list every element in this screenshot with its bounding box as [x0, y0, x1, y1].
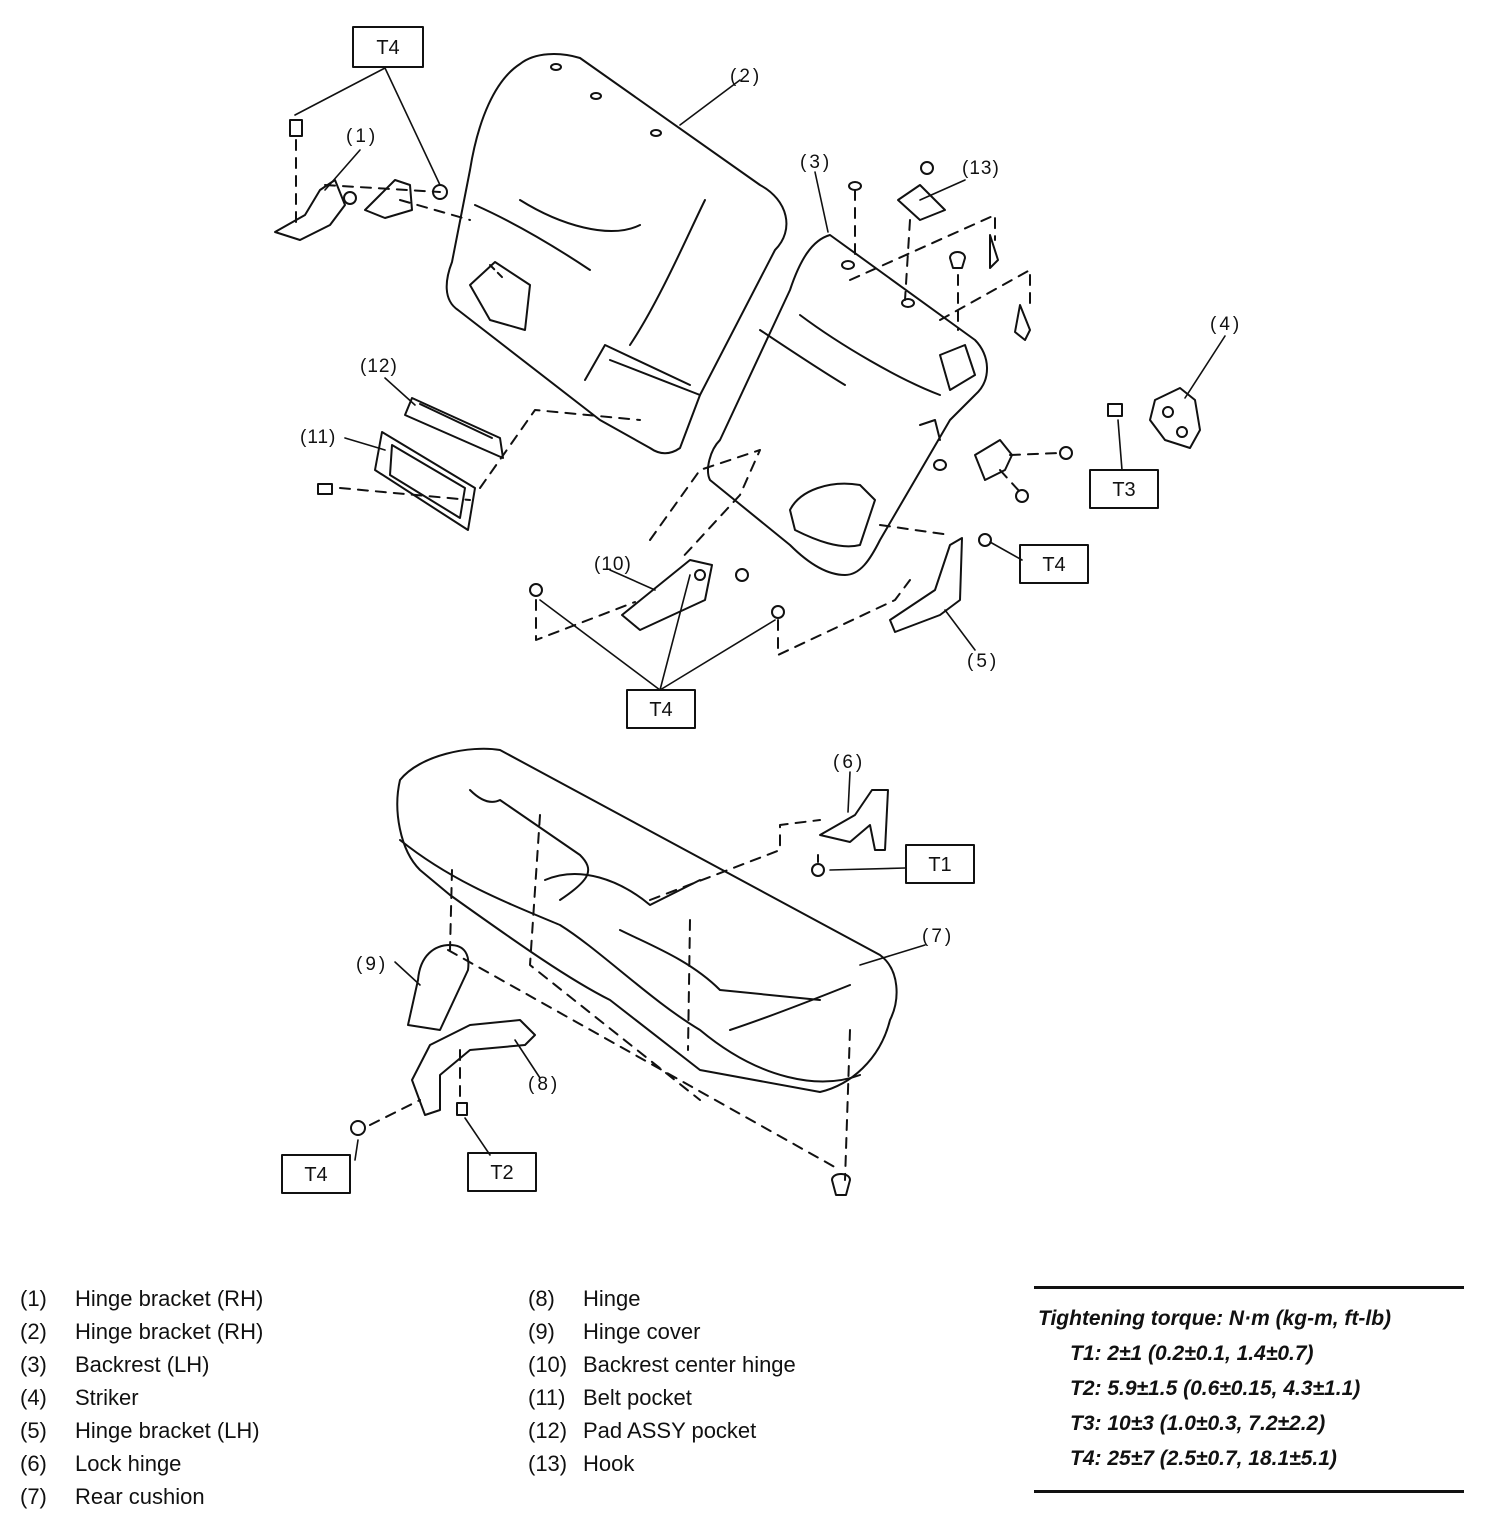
hinge-cover-part [407, 944, 470, 1031]
callout-6: (6) [833, 752, 865, 773]
legend-item: (6) Lock hinge [20, 1447, 263, 1480]
callout-7: (7) [922, 926, 954, 947]
belt-pocket-part [317, 431, 476, 531]
legend-item: (4) Striker [20, 1381, 263, 1414]
legend-item: (10) Backrest center hinge [528, 1348, 796, 1381]
lock-hinge-part [811, 789, 889, 877]
torque-spec-t1: T1: 2±1 (0.2±0.1, 1.4±0.7) [1070, 1342, 1314, 1365]
callout-8: (8) [528, 1074, 560, 1095]
legend-item-label: Backrest (LH) [75, 1352, 210, 1377]
legend-item-label: Hook [583, 1451, 635, 1476]
striker-part [1107, 387, 1201, 449]
torque-box-t3 [1089, 469, 1159, 509]
t4-bottom-label: T4 [304, 1164, 327, 1186]
callout-11: (11) [300, 427, 336, 448]
legend-item-label: Lock hinge [75, 1451, 182, 1476]
legend-item-label: Hinge bracket (RH) [75, 1319, 264, 1344]
torque-boxes [281, 26, 1159, 1194]
torque-spec-t4: T4: 25±7 (2.5±0.7, 18.1±5.1) [1070, 1447, 1337, 1470]
legend-item-label: Hinge bracket (LH) [75, 1418, 260, 1443]
backrest-center-hinge-part [529, 559, 749, 631]
t4-center-label: T4 [649, 699, 672, 721]
legend-item-label: Backrest center hinge [583, 1352, 796, 1377]
legend-item: (12) Pad ASSY pocket [528, 1414, 796, 1447]
legend-item-label: Striker [75, 1385, 139, 1410]
callout-4: (4) [1210, 314, 1242, 335]
legend-item-label: Hinge [583, 1286, 641, 1311]
legend-item: (7) Rear cushion [20, 1480, 263, 1513]
legend-item-number: (5) [20, 1418, 47, 1443]
hinge-part [350, 1019, 536, 1136]
callout-1: (1) [346, 126, 378, 147]
torque-box-t4-top [352, 26, 424, 68]
legend-item-number: (10) [528, 1352, 568, 1377]
legend-item-number: (6) [20, 1451, 47, 1476]
exploded-parts-diagram: T4 T3 T4 T4 T1 T4 T2 (1) (2) (3) (4) (5)… [274, 26, 1242, 1196]
t4-top-label: T4 [376, 37, 399, 59]
torque-box-t2 [467, 1152, 537, 1192]
lh-backrest-part [707, 234, 988, 576]
callout-10: (10) [594, 554, 632, 575]
tightening-torque-table: Tightening torque: N·m (kg-m, ft-lb) T1:… [1034, 1286, 1464, 1493]
legend-item-label: Pad ASSY pocket [583, 1418, 757, 1443]
t4-right-label: T4 [1042, 554, 1065, 576]
callout-13: (13) [962, 158, 1000, 179]
torque-table-title: Tightening torque: N·m (kg-m, ft-lb) [1038, 1307, 1392, 1330]
legend-item-number: (7) [20, 1484, 47, 1509]
legend-item: (11) Belt pocket [528, 1381, 796, 1414]
legend-item-number: (4) [20, 1385, 47, 1410]
callout-3: (3) [800, 152, 832, 173]
torque-box-t4-center [626, 689, 696, 729]
legend-item-label: Belt pocket [583, 1385, 692, 1410]
t3-label: T3 [1112, 479, 1135, 501]
legend-item-number: (9) [528, 1319, 555, 1344]
legend-item-number: (13) [528, 1451, 568, 1476]
pad-assy-pocket-part [404, 397, 504, 459]
torque-spec-t3: T3: 10±3 (1.0±0.3, 7.2±2.2) [1070, 1412, 1326, 1435]
legend-item: (13) Hook [528, 1447, 796, 1480]
legend-item: (5) Hinge bracket (LH) [20, 1414, 263, 1447]
leader-lines [294, 67, 1226, 1161]
legend-item-number: (3) [20, 1352, 47, 1377]
torque-spec-t2: T2: 5.9±1.5 (0.6±0.15, 4.3±1.1) [1070, 1377, 1361, 1400]
callout-2: (2) [730, 66, 762, 87]
parts-legend-left: (1) Hinge bracket (RH) (2) Hinge bracket (R… [20, 1282, 263, 1513]
legend-item: (2) Hinge bracket (RH) [20, 1315, 263, 1348]
legend-item-number: (11) [528, 1385, 566, 1410]
parts-legend-right: (8) Hinge (9) Hinge cover (10) Backrest cente… [528, 1282, 796, 1480]
rh-backrest-part [445, 53, 788, 455]
callout-12: (12) [360, 356, 398, 377]
t2-label: T2 [490, 1162, 513, 1184]
legend-item-number: (12) [528, 1418, 568, 1443]
legend-item: (1) Hinge bracket (RH) [20, 1282, 263, 1315]
legend-item: (3) Backrest (LH) [20, 1348, 263, 1381]
torque-box-t4-right [1019, 544, 1089, 584]
legend-item-label: Hinge bracket (RH) [75, 1286, 264, 1311]
torque-box-t4-bottom [281, 1154, 351, 1194]
rear-cushion-part [396, 747, 898, 1093]
hinge-bracket-lh-part [771, 533, 992, 633]
backrest-lh-hinge-part [974, 439, 1073, 503]
torque-box-t1 [905, 844, 975, 884]
legend-item: (8) Hinge [528, 1282, 796, 1315]
legend-item: (9) Hinge cover [528, 1315, 796, 1348]
callout-5: (5) [967, 651, 999, 672]
legend-item-label: Rear cushion [75, 1484, 205, 1509]
legend-item-number: (2) [20, 1319, 47, 1344]
legend-item-number: (1) [20, 1286, 47, 1311]
t1-label: T1 [928, 854, 951, 876]
callout-9: (9) [356, 954, 388, 975]
hook-part [841, 161, 1031, 341]
legend-item-label: Hinge cover [583, 1319, 701, 1344]
legend-item-number: (8) [528, 1286, 555, 1311]
